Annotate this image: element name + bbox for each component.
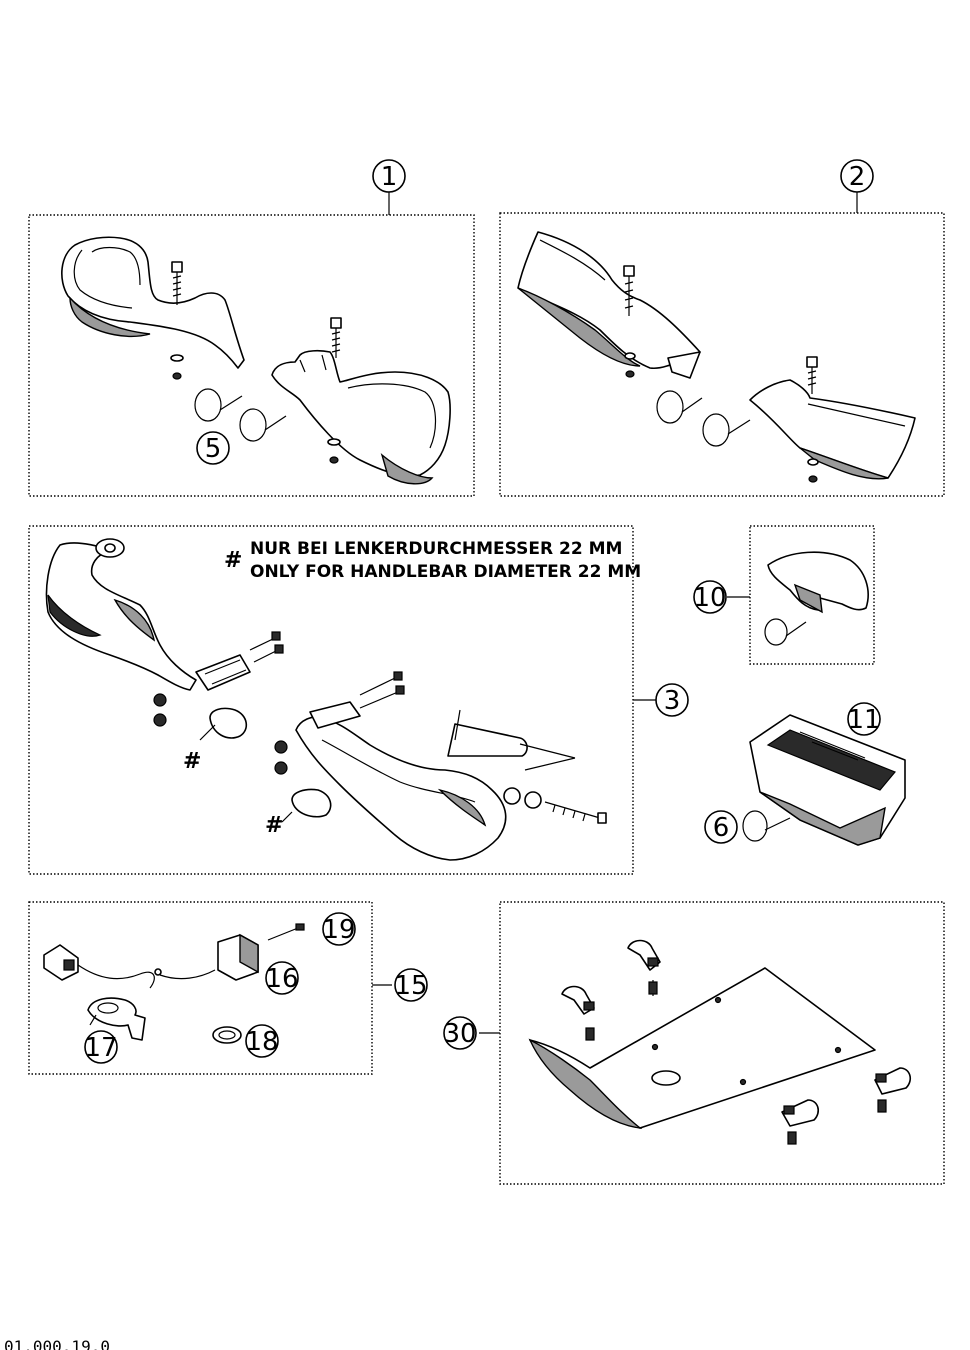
callout-30: 30 (443, 1016, 477, 1050)
callout-3: 3 (655, 683, 689, 717)
callout-15-label: 15 (394, 971, 427, 1001)
callout-11-label: 11 (847, 705, 880, 735)
callout-6-label: 6 (713, 813, 730, 843)
callout-2-label: 2 (849, 162, 866, 192)
group-15-sensor-kit: 15 16 17 18 19 (28, 901, 428, 1075)
group-15-frame (28, 901, 373, 1075)
callout-18: 18 (245, 1024, 279, 1058)
note-hash-symbol: # (224, 548, 242, 573)
left-handguard-part (61, 236, 245, 369)
note-english: ONLY FOR HANDLEBAR DIAMETER 22 MM (250, 562, 641, 582)
hash-mark-right: # (265, 813, 283, 838)
right-clamp-bolts (359, 671, 405, 709)
callout-10-label: 10 (693, 583, 726, 613)
callout-16-label: 16 (265, 964, 298, 994)
bolt-right-top (330, 317, 342, 358)
group-1-frame (28, 214, 475, 497)
group-3-handguard-kit: # NUR BEI LENKERDURCHMESSER 22 MM ONLY F… (28, 525, 689, 875)
callout-5: 5 (196, 431, 230, 465)
connector-part (43, 944, 79, 981)
group-10-frame (749, 525, 875, 665)
callout-15: 15 (394, 968, 428, 1002)
callout-16: 16 (265, 961, 299, 995)
bolt-left-closed (623, 265, 635, 316)
right-kit-handguard-part (295, 716, 507, 861)
callout-30-label: 30 (443, 1019, 476, 1049)
group-30-frame (499, 901, 945, 1185)
callout-17-label: 17 (84, 1033, 117, 1063)
callout-1: 1 (372, 159, 406, 193)
bracket-part (87, 997, 146, 1041)
callout-5-label: 5 (205, 434, 222, 464)
callout-1-label: 1 (381, 162, 398, 192)
callout-2: 2 (840, 159, 874, 193)
bolt-right-closed (806, 356, 818, 394)
left-clamp-bolts (249, 631, 284, 663)
left-kit-handguard-part (45, 542, 197, 691)
callout-10: 10 (693, 580, 727, 614)
note-german: NUR BEI LENKERDURCHMESSER 22 MM (250, 539, 622, 559)
callout-11: 11 (847, 702, 881, 736)
callout-18-label: 18 (245, 1027, 278, 1057)
group-2-frame (499, 212, 945, 497)
callout-17: 17 (84, 1030, 118, 1064)
group-1-handguards: 1 5 (28, 159, 475, 497)
callout-6: 6 (704, 810, 738, 844)
group-10-cover: 10 (693, 525, 875, 665)
group-11-handlebar-pad: 11 6 (704, 702, 906, 846)
hash-mark-left: # (183, 749, 201, 774)
callout-19: 19 (322, 912, 356, 946)
callout-3-label: 3 (664, 686, 681, 716)
group-2-handguards: 2 (499, 159, 945, 497)
right-handguard-part (271, 349, 451, 477)
bolt-left-top (171, 261, 183, 305)
callout-19-label: 19 (322, 915, 355, 945)
group-30-skid-plate: 30 (443, 901, 945, 1185)
footer-code: 01.000.19.0 (4, 1337, 110, 1350)
cover-part (767, 551, 869, 611)
